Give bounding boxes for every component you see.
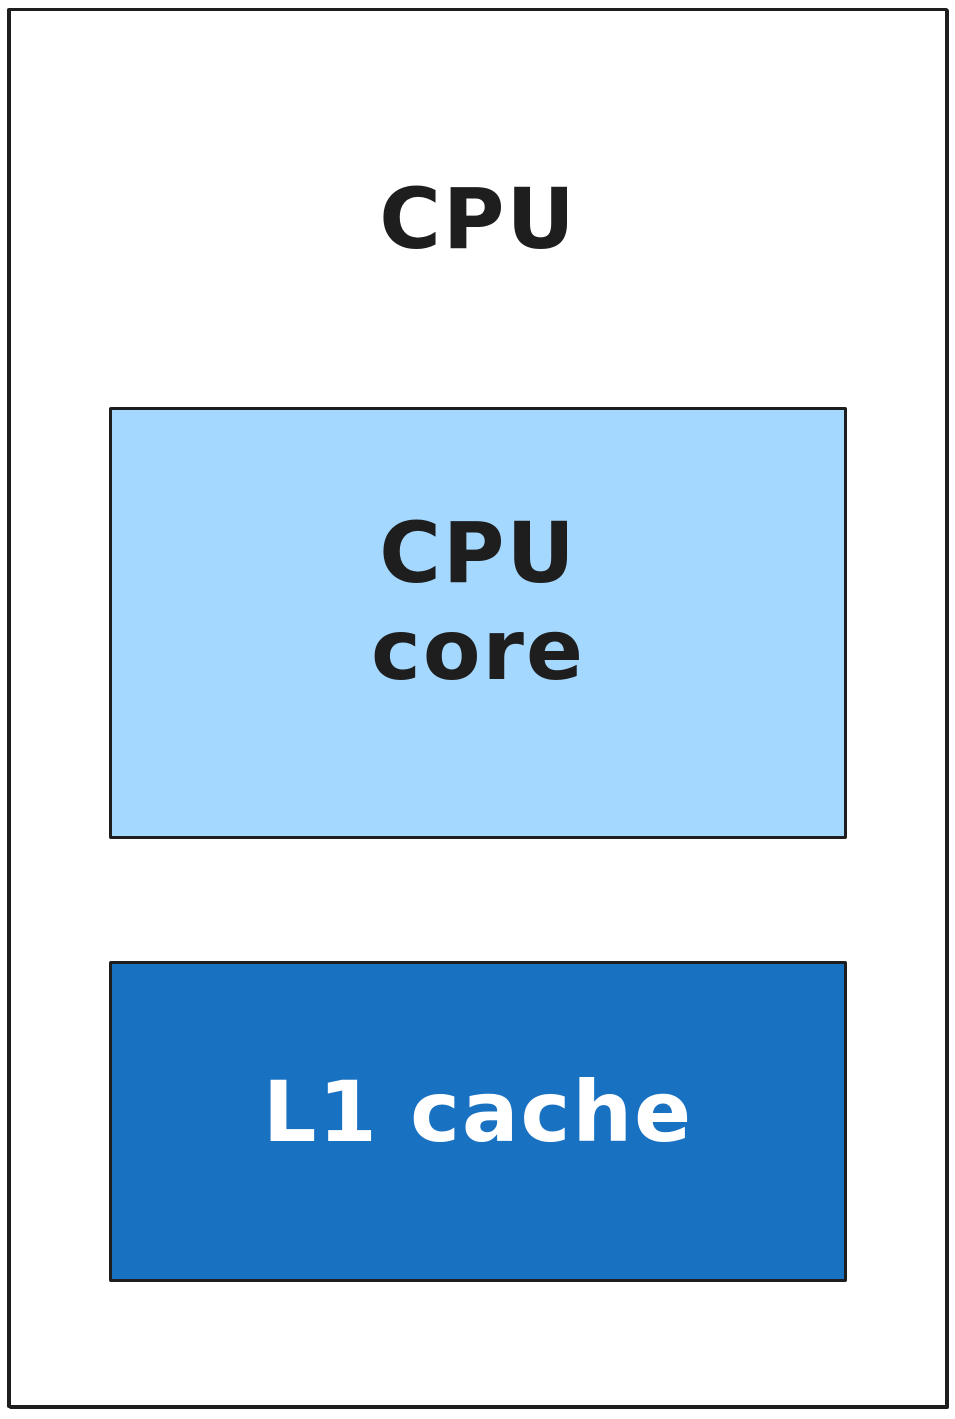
cpu-core-label-line1: CPU — [379, 504, 577, 602]
cpu-core-label-line2: core — [371, 600, 585, 699]
cpu-label: CPU — [379, 170, 577, 268]
cpu-core-box: CPU core — [109, 407, 847, 839]
l1-cache-label: L1 cache — [262, 1063, 694, 1161]
cpu-core-label: CPU core — [112, 505, 844, 698]
l1-cache-box: L1 cache — [109, 961, 847, 1282]
